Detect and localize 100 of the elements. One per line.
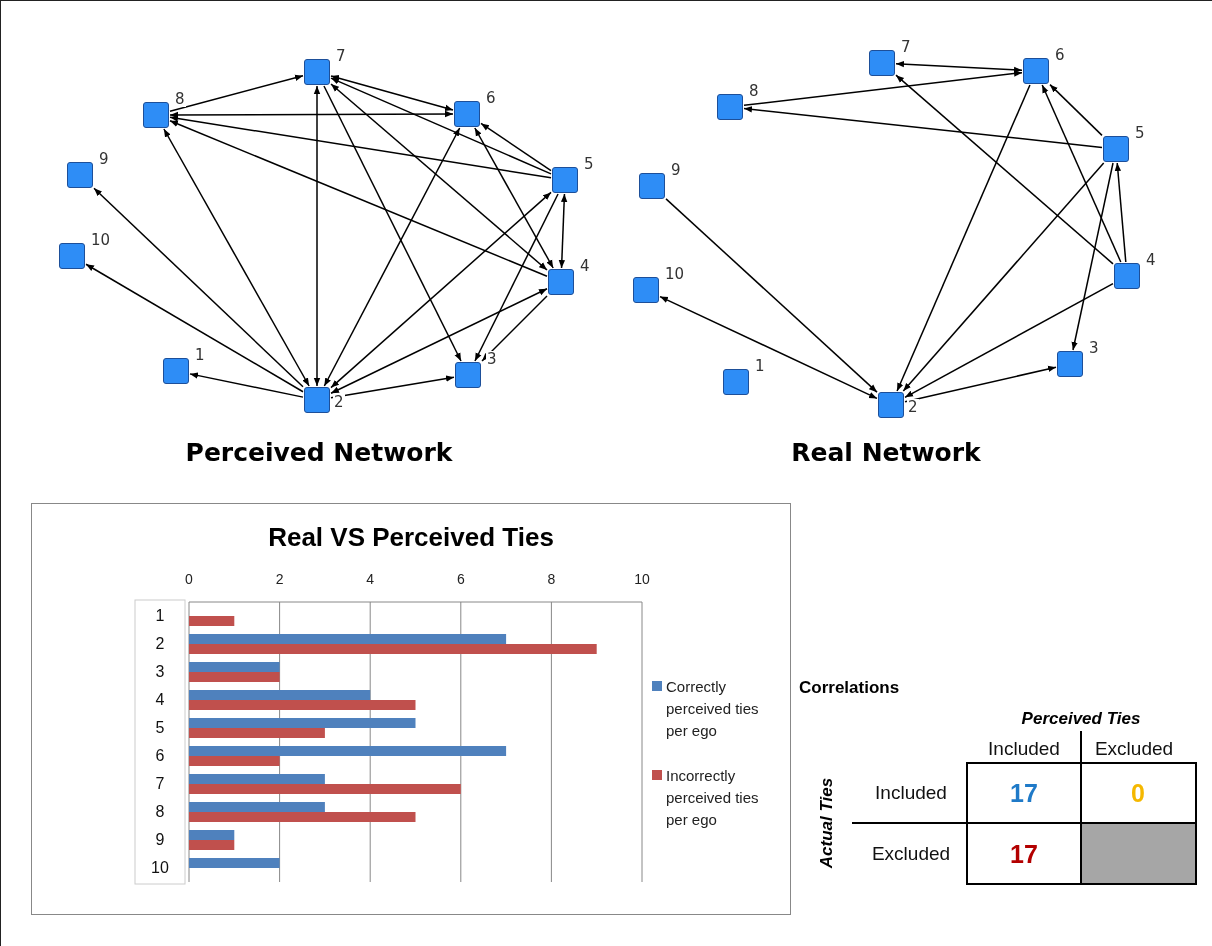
category-label: 7 xyxy=(155,775,165,792)
arrow xyxy=(1114,162,1127,263)
arrow xyxy=(1049,83,1103,137)
arrow xyxy=(480,122,552,172)
arrow xyxy=(85,263,304,393)
arrow xyxy=(323,127,461,387)
arrow xyxy=(330,83,548,271)
node-square xyxy=(723,369,749,395)
category-label: 10 xyxy=(151,859,169,876)
arrow xyxy=(163,128,310,387)
category-label: 4 xyxy=(155,691,165,708)
node-number: 6 xyxy=(1054,47,1066,63)
arrow xyxy=(743,106,1103,149)
table-heading: Correlations xyxy=(799,678,900,698)
tick-label: 2 xyxy=(275,571,284,587)
arrow xyxy=(189,372,304,398)
node-number: 3 xyxy=(1088,340,1100,356)
legend-label: Incorrectly perceived ties per ego xyxy=(666,766,760,830)
arrow xyxy=(1071,162,1114,351)
node-number: 10 xyxy=(664,266,686,282)
node-square xyxy=(1023,58,1049,84)
category-label: 5 xyxy=(155,719,165,736)
node-number: 2 xyxy=(333,394,345,410)
arrow xyxy=(169,115,552,179)
arrow xyxy=(169,120,548,277)
table-header: Excluded xyxy=(1094,738,1174,760)
axis-heading: Perceived Ties xyxy=(1021,709,1141,729)
node-number: 7 xyxy=(335,48,347,64)
node-number: 3 xyxy=(486,351,498,367)
arrow xyxy=(474,127,554,269)
node-square xyxy=(1057,351,1083,377)
node-square xyxy=(304,387,330,413)
node-number: 5 xyxy=(1134,125,1146,141)
tick-label: 6 xyxy=(456,571,465,587)
node-number: 1 xyxy=(754,358,766,374)
category-label: 6 xyxy=(155,747,165,764)
arrow xyxy=(743,70,1023,107)
arrow xyxy=(659,295,878,400)
node-square xyxy=(143,102,169,128)
node-square xyxy=(1103,136,1129,162)
node-square xyxy=(1114,263,1140,289)
network-title: Perceived Network xyxy=(185,438,453,467)
arrow xyxy=(896,84,1031,392)
table-header: Included xyxy=(988,738,1060,760)
node-number: 1 xyxy=(194,347,206,363)
category-label: 1 xyxy=(155,607,165,624)
category-label: 9 xyxy=(155,831,165,848)
cell-value: 0 xyxy=(1131,778,1145,808)
node-square xyxy=(454,101,480,127)
tick-label: 0 xyxy=(185,571,193,587)
tick-label: 10 xyxy=(634,571,650,587)
node-number: 4 xyxy=(1145,252,1157,268)
node-square xyxy=(455,362,481,388)
arrow xyxy=(330,375,455,399)
arrow xyxy=(1041,84,1122,263)
node-number: 8 xyxy=(748,83,760,99)
node-number: 9 xyxy=(670,162,682,178)
node-number: 6 xyxy=(485,90,497,106)
tick-label: 8 xyxy=(547,571,556,587)
network-title: Real Network xyxy=(791,438,981,467)
node-square xyxy=(552,167,578,193)
node-square xyxy=(304,59,330,85)
cell-value: 17 xyxy=(1010,839,1038,869)
arrow xyxy=(330,75,454,111)
arrow xyxy=(904,365,1057,403)
node-square xyxy=(639,173,665,199)
node-square xyxy=(163,358,189,384)
arrow xyxy=(474,193,559,362)
category-label: 2 xyxy=(155,635,165,652)
cell-value: 17 xyxy=(1010,778,1038,808)
category-label: 3 xyxy=(155,663,165,680)
node-number: 2 xyxy=(907,399,919,415)
arrow xyxy=(330,288,548,394)
category-label: 8 xyxy=(155,803,165,820)
node-number: 7 xyxy=(900,39,912,55)
node-number: 5 xyxy=(583,156,595,172)
arrow xyxy=(169,110,454,119)
arrow xyxy=(665,198,878,393)
axis-heading: Actual Ties xyxy=(817,777,837,869)
node-square xyxy=(717,94,743,120)
tick-label: 4 xyxy=(366,571,375,587)
arrow xyxy=(558,193,568,269)
node-number: 10 xyxy=(90,232,112,248)
node-number: 4 xyxy=(579,258,591,274)
legend-label: Correctly perceived ties per ego xyxy=(666,677,760,741)
chart-title: Real VS Perceived Ties xyxy=(267,522,555,553)
node-square xyxy=(869,50,895,76)
node-square xyxy=(67,162,93,188)
arrow xyxy=(330,77,552,175)
arrow xyxy=(895,60,1023,74)
arrow xyxy=(330,191,552,389)
node-square xyxy=(878,392,904,418)
arrow xyxy=(93,187,304,388)
table-header: Excluded xyxy=(871,843,951,865)
arrow xyxy=(313,85,321,387)
node-number: 8 xyxy=(174,91,186,107)
arrow xyxy=(902,162,1105,392)
arrow xyxy=(169,74,304,112)
arrow xyxy=(895,74,1114,265)
arrow xyxy=(481,295,548,362)
